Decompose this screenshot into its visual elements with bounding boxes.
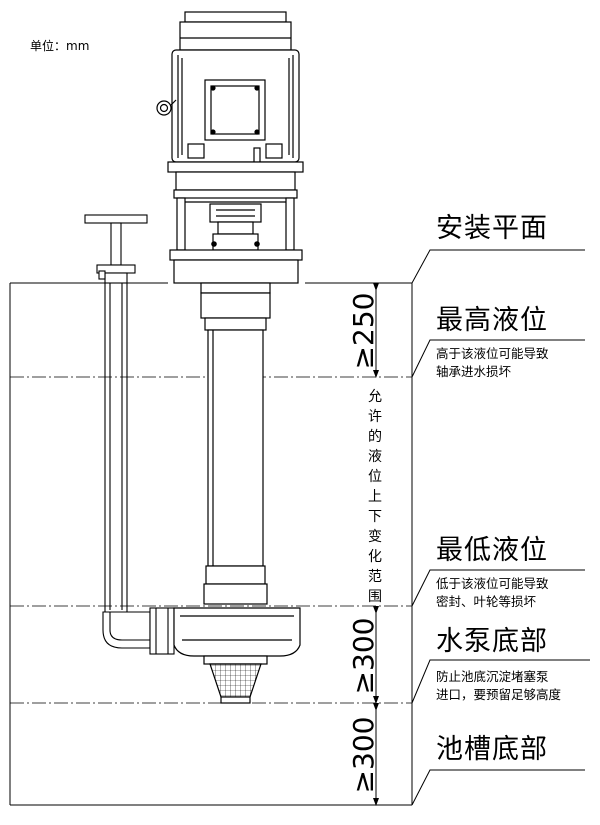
dimension-middle: ≥300 <box>347 617 380 695</box>
pump-column <box>173 292 301 704</box>
tank-outline <box>9 282 413 806</box>
label-min-level: 最低液位 <box>436 535 548 566</box>
pump-bottom-note-2: 进口，要预留足够高度 <box>436 687 562 702</box>
max-level-note-1: 高于该液位可能导致 <box>436 346 549 361</box>
min-level-note-2: 密封、叶轮等损坏 <box>436 594 537 609</box>
motor <box>156 11 304 191</box>
bracket <box>169 189 303 294</box>
dimension-top: ≥250 <box>347 292 380 370</box>
max-level-note-2: 轴承进水损坏 <box>436 364 512 379</box>
outlet-pipe <box>84 214 175 655</box>
label-tank-bottom: 池槽底部 <box>436 734 548 765</box>
label-max-level: 最高液位 <box>436 305 548 336</box>
dimension-bottom: ≥300 <box>347 716 380 794</box>
unit-note: 单位：mm <box>30 39 90 53</box>
label-pump-bottom: 水泵底部 <box>436 626 548 657</box>
min-level-note-1: 低于该液位可能导致 <box>436 576 549 591</box>
label-mounting-plane: 安装平面 <box>436 213 548 244</box>
leader-lines <box>411 249 590 806</box>
allowed-range-text: 允许的液位上下变化范围 <box>368 389 382 605</box>
pump-bottom-note-1: 防止池底沉淀堵塞泵 <box>436 669 549 684</box>
